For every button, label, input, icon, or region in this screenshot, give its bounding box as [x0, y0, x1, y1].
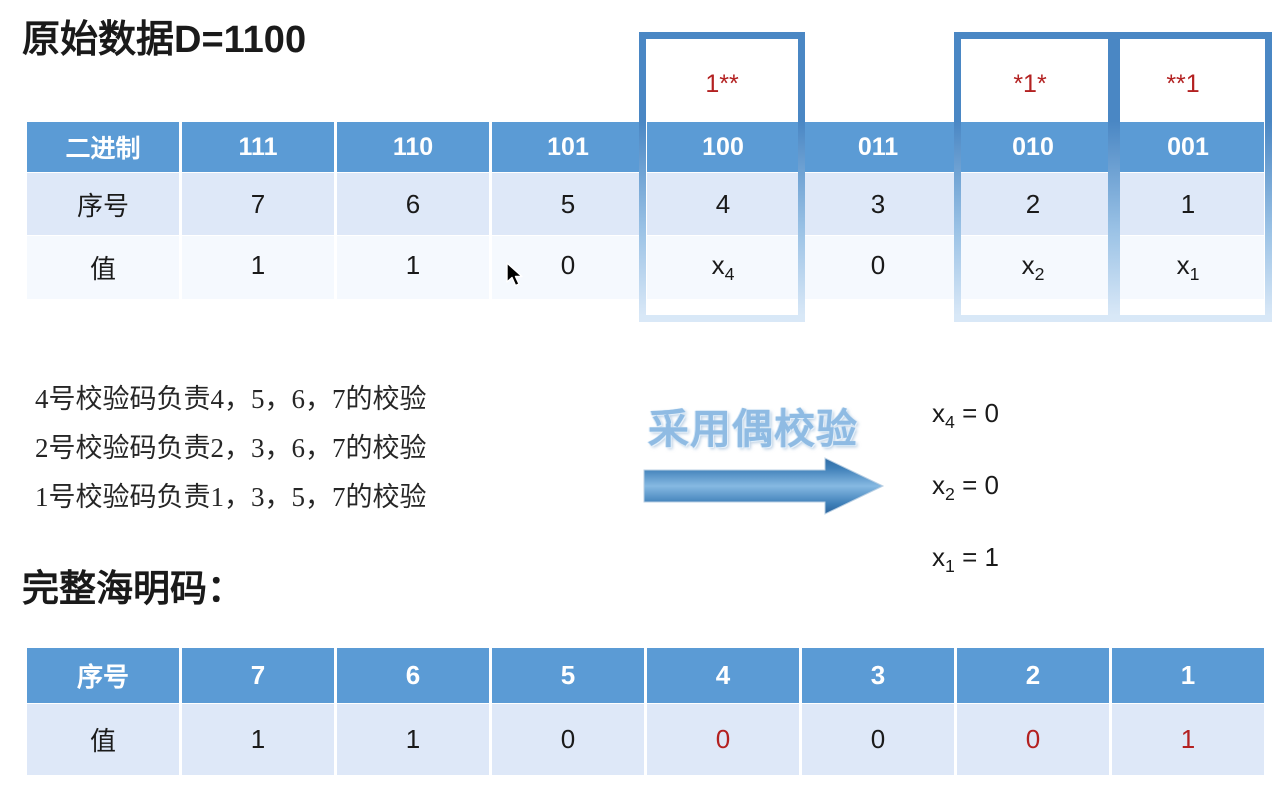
parity-rule-2: 2号校验码负责2，3，6，7的校验 — [35, 433, 427, 463]
complete-hamming-code-table: 序号 7 6 5 4 3 2 1 值 1 1 0 0 0 0 1 — [24, 647, 1267, 776]
cell-value-5: x2 — [957, 236, 1109, 299]
cell-index-1: 6 — [337, 648, 489, 703]
right-arrow-icon — [643, 457, 885, 515]
result-x1-var: x — [932, 542, 945, 573]
cell-value-6-sub: 1 — [1189, 264, 1200, 285]
highlight-label-mask-001: **1 — [1166, 70, 1200, 98]
parity-rule-1: 1号校验码负责1，3，5，7的校验 — [35, 482, 427, 512]
result-x4-eq: = 0 — [962, 398, 999, 428]
table-row-value: 值 1 1 0 x4 0 x2 x1 — [27, 236, 1264, 299]
cell-value-6: x1 — [1112, 236, 1264, 299]
row-label-value: 值 — [27, 704, 179, 775]
cell-index-0: 7 — [182, 648, 334, 703]
cell-value-1-text: 1 — [405, 249, 421, 280]
cell-index-1: 6 — [337, 173, 489, 235]
result-x2-sub: 2 — [945, 484, 955, 505]
cell-index-6: 1 — [1112, 648, 1264, 703]
table-row-index: 序号 7 6 5 4 3 2 1 — [27, 648, 1264, 703]
cell-value-5: 0 — [957, 704, 1109, 775]
cell-value-4-text: 0 — [870, 249, 886, 280]
cell-index-6: 1 — [1112, 173, 1264, 235]
cell-value-1: 1 — [337, 236, 489, 299]
cell-binary-0: 111 — [182, 122, 334, 172]
page-title: 原始数据D=1100 — [22, 19, 307, 61]
table-row-index: 序号 7 6 5 4 3 2 1 — [27, 173, 1264, 235]
cell-index-3: 4 — [647, 173, 799, 235]
cell-index-5: 2 — [957, 173, 1109, 235]
hamming-position-table: 二进制 111 110 101 100 011 010 001 序号 7 6 5… — [24, 121, 1267, 300]
cell-value-0: 1 — [182, 236, 334, 299]
section-title: 完整海明码： — [22, 568, 244, 609]
row-label-binary: 二进制 — [27, 122, 179, 172]
cell-index-4: 3 — [802, 173, 954, 235]
result-x4-sub: 4 — [945, 412, 955, 433]
cell-value-3-text: x — [711, 249, 725, 280]
result-x2-eq: = 0 — [962, 470, 999, 501]
cell-value-6: 1 — [1112, 704, 1264, 775]
highlight-label-mask-010: *1* — [1013, 70, 1047, 98]
cell-value-2-text: 0 — [560, 249, 576, 280]
highlight-label-mask-100: 1** — [705, 70, 739, 98]
cell-binary-3: 100 — [647, 122, 799, 172]
result-x4: x4 = 0 — [932, 382, 999, 454]
row-label-value: 值 — [27, 236, 179, 299]
result-x1: x1 = 1 — [932, 526, 999, 598]
mouse-cursor-icon — [506, 262, 523, 287]
wordart-even-parity: 采用偶校验 — [647, 405, 858, 453]
cell-index-3: 4 — [647, 648, 799, 703]
cell-value-4: 0 — [802, 236, 954, 299]
row-label-index: 序号 — [27, 648, 179, 703]
cell-value-5-text: x — [1021, 249, 1035, 280]
cell-value-1: 1 — [337, 704, 489, 775]
table-row-value: 值 1 1 0 0 0 0 1 — [27, 704, 1264, 775]
result-x2: x2 = 0 — [932, 454, 999, 526]
cell-binary-1: 110 — [337, 122, 489, 172]
result-x4-var: x — [932, 398, 945, 428]
cell-value-6-text: x — [1176, 249, 1190, 280]
cell-binary-5: 010 — [957, 122, 1109, 172]
cell-value-2: 0 — [492, 704, 644, 775]
cell-index-5: 2 — [957, 648, 1109, 703]
cell-binary-4: 011 — [802, 122, 954, 172]
cell-value-5-sub: 2 — [1034, 264, 1045, 285]
cell-value-3-sub: 4 — [724, 264, 735, 285]
cell-binary-6: 001 — [1112, 122, 1264, 172]
cell-index-2: 5 — [492, 173, 644, 235]
parity-results-list: x4 = 0 x2 = 0 x1 = 1 — [932, 382, 999, 599]
cell-index-4: 3 — [802, 648, 954, 703]
cell-value-0: 1 — [182, 704, 334, 775]
parity-rules-list: 4号校验码负责4，5，6，7的校验 2号校验码负责2，3，6，7的校验 1号校验… — [35, 375, 427, 522]
row-label-index: 序号 — [27, 173, 179, 235]
cell-binary-2: 101 — [492, 122, 644, 172]
result-x1-sub: 1 — [945, 556, 955, 577]
table-row-binary: 二进制 111 110 101 100 011 010 001 — [27, 122, 1264, 172]
parity-rule-4: 4号校验码负责4，5，6，7的校验 — [35, 384, 427, 414]
cell-index-0: 7 — [182, 173, 334, 235]
cell-value-4: 0 — [802, 704, 954, 775]
cell-value-3: x4 — [647, 236, 799, 299]
cell-value-0-text: 1 — [250, 249, 266, 280]
cell-value-3: 0 — [647, 704, 799, 775]
cell-value-2: 0 — [492, 236, 644, 299]
result-x1-eq: = 1 — [962, 542, 999, 573]
result-x2-var: x — [932, 470, 945, 501]
cell-index-2: 5 — [492, 648, 644, 703]
